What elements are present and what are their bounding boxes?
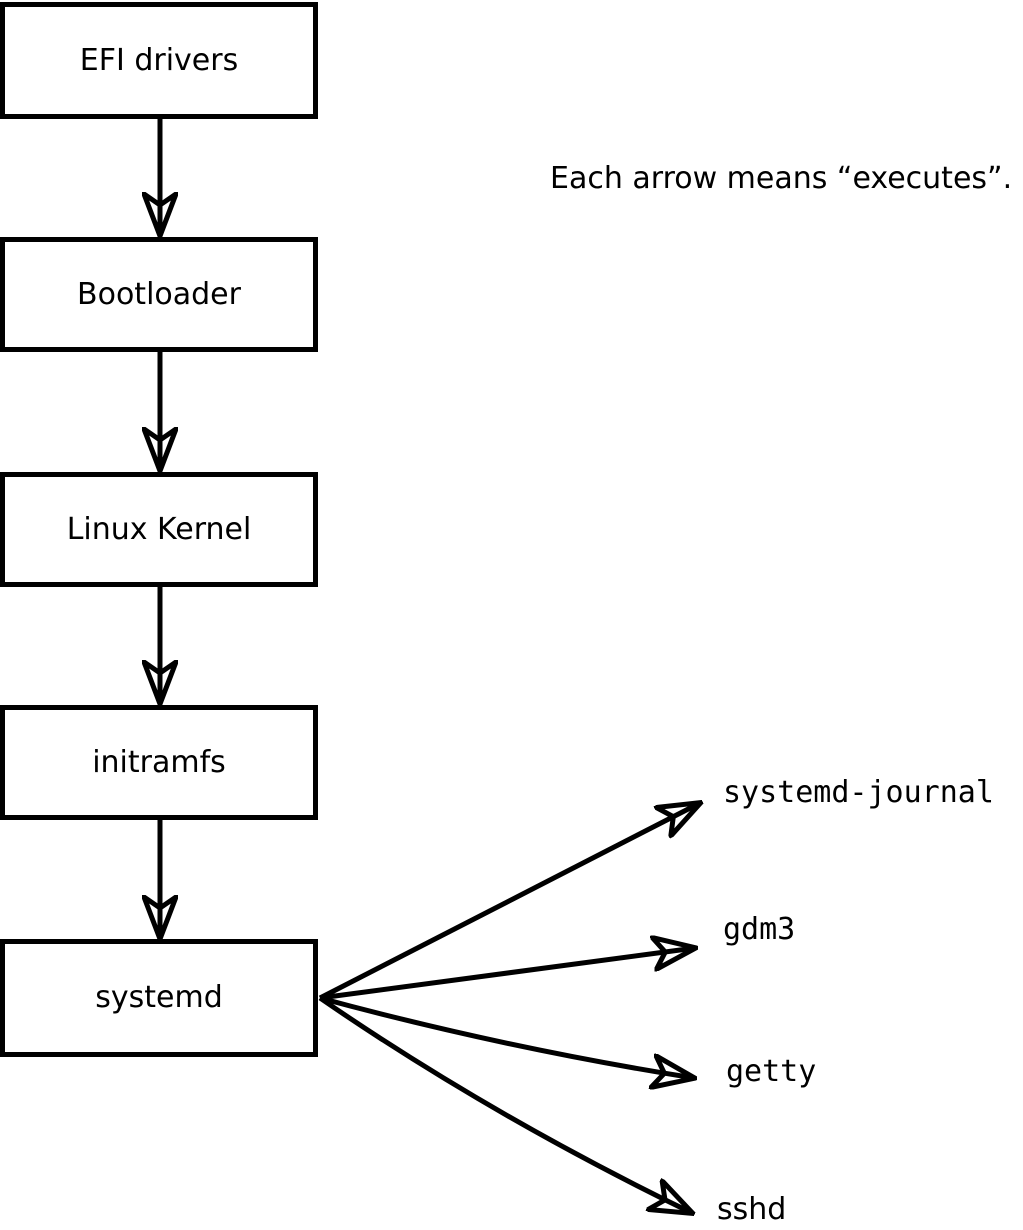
node-linux-kernel-label: Linux Kernel	[66, 511, 252, 547]
node-initramfs: initramfs	[0, 705, 318, 820]
process-label-gdm3: gdm3	[723, 912, 796, 947]
node-systemd-label: systemd	[95, 980, 223, 1015]
process-label-getty: getty	[726, 1054, 817, 1089]
node-efi-drivers: EFI drivers	[0, 2, 318, 119]
process-label-systemd-journal: systemd-journal	[723, 775, 994, 810]
process-label-sshd: sshd	[717, 1192, 787, 1227]
arrow-systemd-to-journal	[318, 803, 700, 1001]
arrow-systemd-to-sshd	[318, 995, 692, 1213]
arrow-systemd-to-gdm3	[319, 948, 695, 1001]
node-bootloader-label: Bootloader	[77, 276, 241, 312]
node-linux-kernel: Linux Kernel	[0, 472, 318, 587]
arrow-meaning-annotation: Each arrow means “executes”.	[550, 161, 1013, 196]
node-efi-drivers-label: EFI drivers	[79, 42, 239, 78]
node-bootloader: Bootloader	[0, 237, 318, 352]
node-systemd: systemd	[0, 939, 318, 1057]
node-initramfs-label: initramfs	[92, 744, 226, 780]
arrow-systemd-to-getty	[319, 995, 694, 1078]
